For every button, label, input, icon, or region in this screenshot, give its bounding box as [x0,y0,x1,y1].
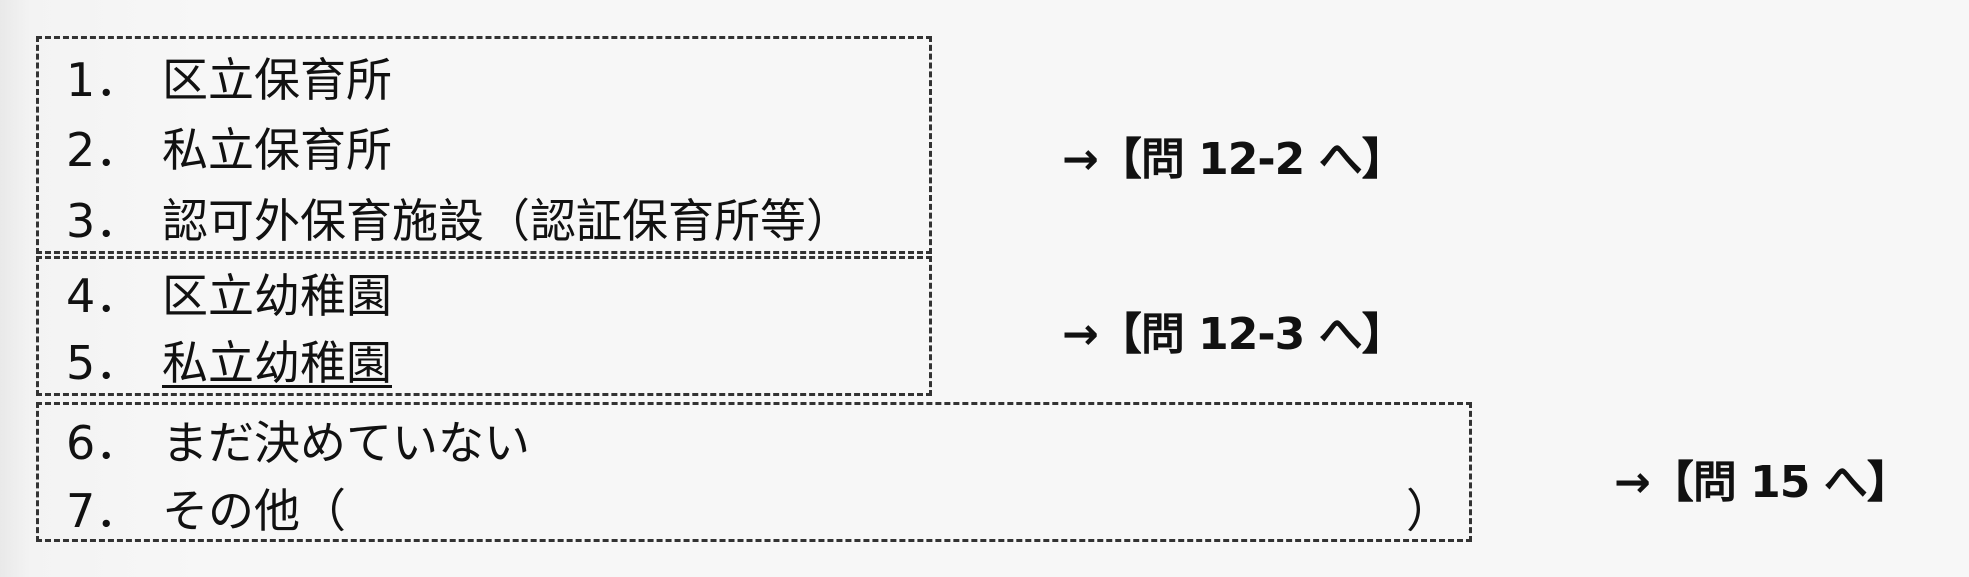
option-label: 認可外保育施設（認証保育所等） [162,194,852,248]
option-item-4[interactable]: 4．区立幼稚園 [66,273,392,319]
option-item-2[interactable]: 2．私立保育所 [66,127,392,173]
skip-instruction-12-3: →【問 12-3 へ】 [1062,309,1406,360]
option-label: その他（ [162,484,346,538]
option-group-kindergarten [36,256,932,396]
option-number: 1． [66,53,142,107]
option-label: 私立保育所 [162,123,392,177]
option-number: 6． [66,416,142,470]
option-number: 2． [66,123,142,177]
option-number: 4． [66,269,142,323]
option-number: 5． [66,336,142,390]
option-group-other [36,402,1472,542]
option-item-3[interactable]: 3．認可外保育施設（認証保育所等） [66,198,852,244]
option-label: 私立幼稚園 [162,336,392,390]
option-item-7[interactable]: 7． その他（ ） [66,484,1452,538]
option-group-nursery [36,36,932,254]
option-label: まだ決めていない [162,416,530,470]
option-number: 7． [66,484,142,538]
other-close-paren: ） [1406,484,1452,538]
option-label: 区立保育所 [162,53,392,107]
option-number: 3． [66,194,142,248]
option-item-1[interactable]: 1．区立保育所 [66,57,392,103]
option-item-5[interactable]: 5．私立幼稚園 [66,340,392,386]
option-label: 区立幼稚園 [162,269,392,323]
option-item-6[interactable]: 6．まだ決めていない [66,420,530,466]
skip-instruction-12-2: →【問 12-2 へ】 [1062,134,1406,185]
skip-instruction-15: →【問 15 へ】 [1614,457,1911,508]
